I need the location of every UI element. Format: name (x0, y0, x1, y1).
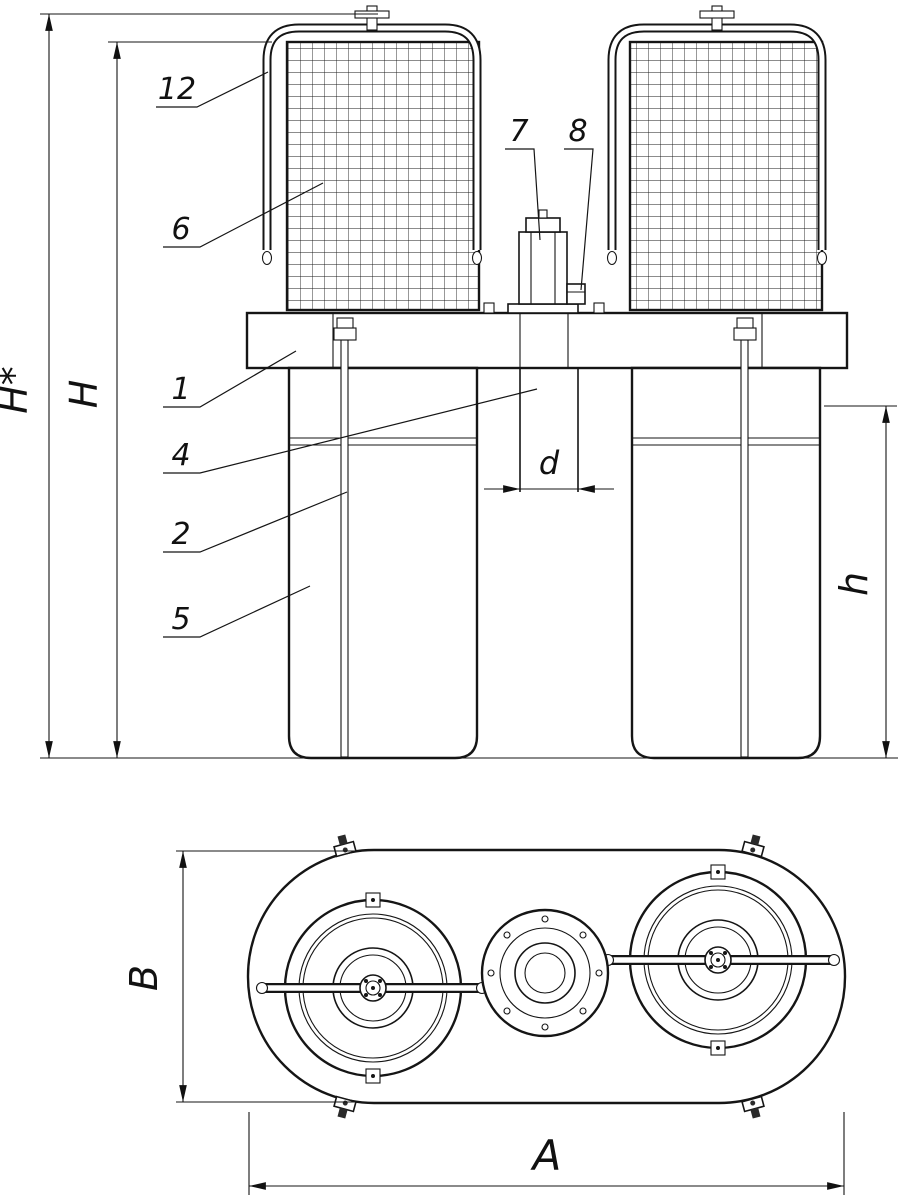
fan-flange-top-view (480, 908, 610, 1038)
handle-top-bolt-right (699, 5, 735, 31)
callout-2: 2 (163, 491, 348, 553)
hub-right (704, 946, 732, 974)
collection-bag-right (630, 366, 822, 760)
callout-label-8: 8 (568, 114, 587, 149)
toggle-clamp-bottom-left (333, 1095, 357, 1119)
callout-label-6: 6 (171, 212, 190, 247)
plan-view: B A (122, 834, 847, 1195)
callout-label-7: 7 (509, 114, 528, 149)
dimension-h-total: H (62, 41, 272, 758)
callout-7: 7 (505, 114, 541, 241)
callout-label-1: 1 (171, 372, 190, 407)
support-rod-left (333, 317, 357, 758)
lifting-handle-right (606, 5, 828, 266)
dim-label-inlet-diameter: d (539, 444, 560, 482)
dim-label-length-a: A (530, 1131, 562, 1180)
front-view: H* H h d 12 6 (0, 5, 898, 760)
dim-label-width-b: B (122, 965, 166, 991)
callout-6: 6 (163, 182, 324, 248)
dimension-length-a: A (248, 1112, 845, 1195)
inlet-duct (519, 368, 579, 492)
callout-12: 12 (156, 71, 269, 108)
dim-label-h-total: H (62, 380, 106, 409)
callout-1: 1 (163, 350, 297, 408)
fan-motor (483, 209, 605, 314)
callout-5: 5 (163, 585, 311, 638)
collection-bag-left (287, 366, 479, 760)
filter-cage-left (285, 40, 481, 312)
callout-4: 4 (163, 388, 538, 474)
dimension-inlet-diameter: d (484, 444, 614, 493)
callout-label-2: 2 (171, 517, 190, 552)
hub-left (359, 974, 387, 1002)
toggle-clamp-top-right (741, 834, 765, 858)
terminal-box (566, 283, 586, 305)
callout-label-4: 4 (171, 438, 190, 473)
dim-label-h-star: H* (0, 366, 36, 414)
callout-8: 8 (564, 114, 594, 291)
callout-label-12: 12 (158, 72, 196, 107)
toggle-clamp-top-left (333, 834, 357, 858)
dimension-bag-height: h (824, 405, 897, 758)
callout-label-5: 5 (171, 602, 190, 637)
dimension-h-star: H* (0, 13, 378, 758)
dim-label-bag-height: h (832, 572, 876, 596)
filter-cage-right (628, 40, 824, 312)
dimension-width-b: B (122, 850, 360, 1103)
toggle-clamp-bottom-right (741, 1095, 765, 1119)
support-rod-right (733, 317, 757, 758)
